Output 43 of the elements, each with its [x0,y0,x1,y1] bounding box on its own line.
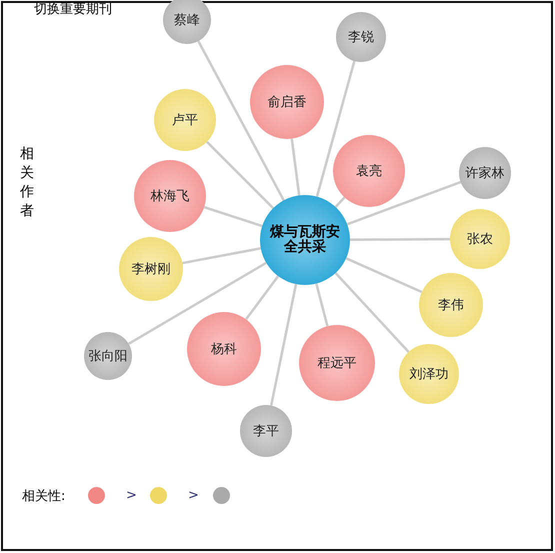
author-name: 林海飞 [150,188,190,204]
connector-line [204,206,263,228]
author-name: 杨科 [211,342,237,356]
connector-line [334,196,346,208]
topic-circle [260,195,350,285]
connector-line [206,141,274,210]
author-name: 李树刚 [132,262,170,276]
author-name: 卢平 [172,112,198,128]
author-name: 许家林 [466,166,504,180]
author-name: 张农 [467,232,493,246]
author-name: 刘泽功 [410,366,448,382]
author-circle [333,135,405,207]
switch-link: 切换重要期刊 [34,1,112,18]
connector-line [346,257,422,294]
connector-line [290,138,300,196]
connector-line [346,180,462,226]
author-name: 蔡峰 [174,12,200,28]
connector-line [128,262,267,345]
author-name: 俞启香 [268,94,306,110]
connector-line [315,283,329,327]
connector-line [270,284,298,406]
author-name: 李伟 [438,298,464,312]
vertical-heading: 相关作者 [20,145,35,221]
connector-line [316,60,356,197]
topic-name: 煤与瓦斯安全共采 [268,225,341,255]
author-circle [336,12,386,62]
author-name: 程远平 [318,356,356,370]
connector-line [350,238,450,241]
legend-label: > [188,488,199,503]
author-name: 李锐 [348,30,374,44]
connector-line [182,247,261,264]
connector-line [334,272,410,353]
author-circle [459,147,511,199]
author-name: 张向阳 [88,348,128,364]
author-name: 袁亮 [356,164,382,178]
author-name: 李平 [253,424,279,438]
author-circle [163,0,211,44]
legend-title: 相关性: [22,488,66,505]
connector-line [197,40,285,201]
legend-label: > [126,488,137,503]
author-circle [240,405,292,457]
author-circle [84,332,132,380]
connector-line [245,275,280,320]
